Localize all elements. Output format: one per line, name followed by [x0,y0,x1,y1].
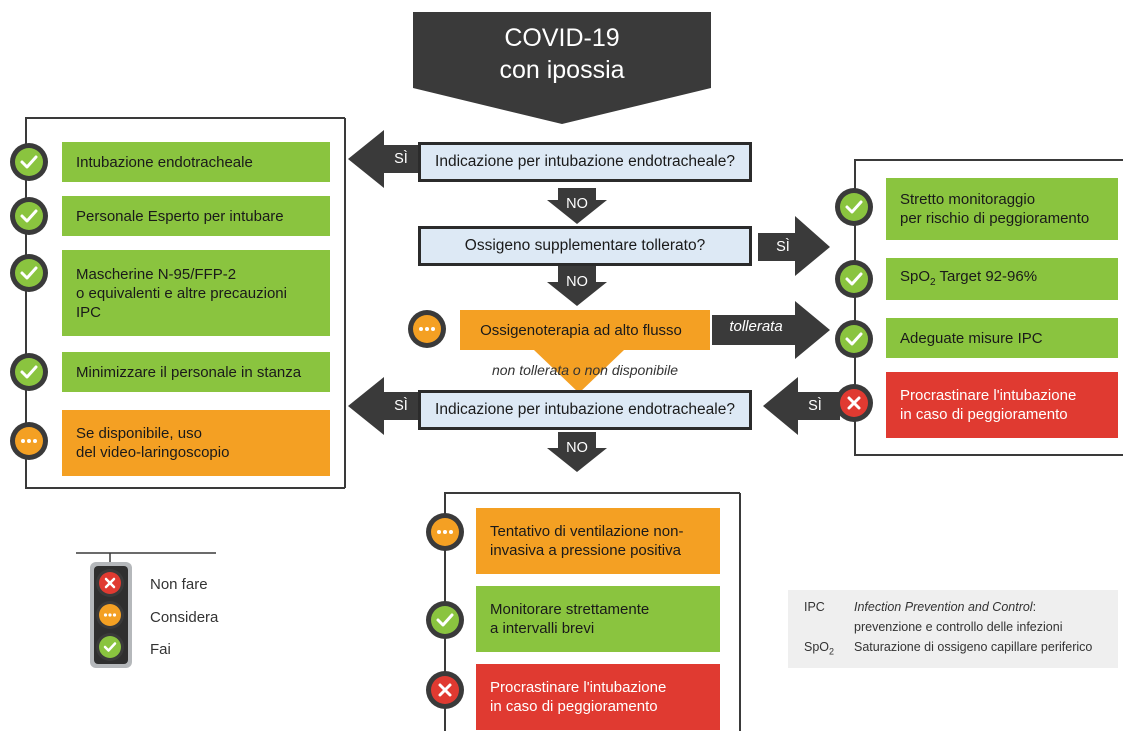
left-item: Se disponibile, uso del video-laringosco… [62,410,330,476]
title-line-1: COVID-19 [504,24,620,52]
legend-dont: Non fare [150,576,208,593]
legend-consider-icon [96,601,124,629]
glossary-spo2-def: Saturazione di ossigeno capillare perife… [854,640,1093,654]
right-panel-bracket [854,159,1123,456]
left-item: Personale Esperto per intubare [62,196,330,236]
consider-icon [408,310,446,348]
label-si-4: SÌ [808,398,822,414]
bottom-panel-bracket [444,492,740,731]
question-oxygen-tolerated: Ossigeno supplementare tollerato? [418,226,752,266]
left-item: Minimizzare il personale in stanza [62,352,330,392]
legend-cross-icon [96,569,124,597]
check-icon [835,188,873,226]
glossary-ipc-it: prevenzione e controllo delle infezioni [854,620,1063,634]
glossary-ipc-abbr: IPC [804,600,825,614]
label-no-1: NO [566,196,588,212]
consider-icon [10,422,48,460]
arrow-non-tollerata [534,350,624,393]
consider-icon [426,513,464,551]
arrow-no-1 [547,188,607,224]
left-item: Intubazione endotracheale [62,142,330,182]
arrow-si-back [763,377,840,435]
bottom-item: Monitorare strettamente a intervalli bre… [476,586,720,652]
label-non-tollerata: non tollerata o non disponibile [491,362,679,378]
bottom-item: Tentativo di ventilazione non- invasiva … [476,508,720,574]
arrow-si-left-2 [348,377,418,435]
page-title: COVID-19 con ipossia [413,22,711,86]
label-no-3: NO [566,440,588,456]
right-item: SpO2 Target 92-96% [886,258,1118,300]
left-panel-bracket [25,117,345,489]
check-icon [426,601,464,639]
check-icon [835,320,873,358]
title-line-2: con ipossia [499,56,625,84]
left-item: Mascherine N-95/FFP-2 o equivalenti e al… [62,250,330,336]
hfno-box: Ossigenoterapia ad alto flusso [460,310,710,350]
arrow-si-right [758,216,830,276]
arrow-si-left-1 [348,130,418,188]
cross-icon [835,384,873,422]
legend-check-icon [96,633,124,661]
glossary-spo2-abbr: SpO2 [804,640,835,657]
glossary-ipc-en: Infection Prevention and Control: [854,600,1037,614]
check-icon [10,197,48,235]
arrow-tollerata [712,301,830,359]
arrow-no-3 [547,432,607,472]
cross-icon [426,671,464,709]
arrow-no-2 [547,266,607,306]
check-icon [10,254,48,292]
title-shape [413,12,711,124]
right-item: Stretto monitoraggio per rischio di pegg… [886,178,1118,240]
legend-do: Fai [150,641,171,658]
check-icon [10,353,48,391]
legend-consider: Considera [150,609,219,626]
question-intubation-1: Indicazione per intubazione endotracheal… [418,142,752,182]
right-item: Procrastinare l'intubazione in caso di p… [886,372,1118,438]
glossary: IPC Infection Prevention and Control: pr… [788,590,1118,668]
check-icon [10,143,48,181]
label-si-3: SÌ [394,398,408,414]
bottom-item: Procrastinare l'intubazione in caso di p… [476,664,720,730]
label-si-2: SÌ [776,239,790,255]
right-item: Adeguate misure IPC [886,318,1118,358]
label-tollerata: tollerata [729,318,783,335]
label-no-2: NO [566,274,588,290]
question-intubation-2: Indicazione per intubazione endotracheal… [418,390,752,430]
check-icon [835,260,873,298]
label-si-1: SÌ [394,151,408,167]
